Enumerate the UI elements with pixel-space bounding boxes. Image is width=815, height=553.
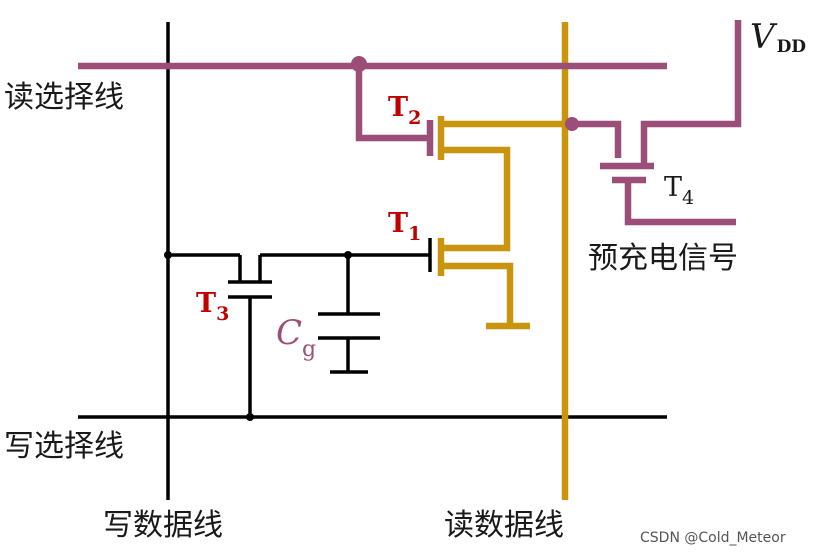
write-select-label: 写选择线 [4,429,124,464]
t3-label: T3 [196,288,229,325]
junction-dot [565,117,579,131]
t4-drain-wire [572,120,622,158]
t2-label: T2 [388,92,421,129]
t2-gate-lead [355,64,430,142]
read-circuit [437,22,572,500]
select-circuit [78,20,742,226]
t1-label: T1 [388,208,421,245]
write-circuit [78,22,667,500]
watermark: CSDN @Cold_Meteor [640,530,786,546]
junction-dot [164,251,172,259]
junction-dot [351,56,367,72]
write-junction-dots [164,251,352,421]
precharge-wire [624,180,736,226]
t4-label: T4 [664,172,694,209]
read-data-label: 读数据线 [444,508,564,543]
precharge-label: 预充电信号 [588,241,738,276]
t1-source-wire [441,262,514,326]
junction-dot [246,413,254,421]
write-data-label: 写数据线 [103,508,223,543]
select-junction-dots [351,56,579,131]
t4-vdd-wire [640,20,742,166]
junction-dot [344,251,352,259]
t2-t1-link [441,146,511,252]
read-select-label: 读选择线 [4,80,124,115]
cg-label: Cg [276,313,316,362]
